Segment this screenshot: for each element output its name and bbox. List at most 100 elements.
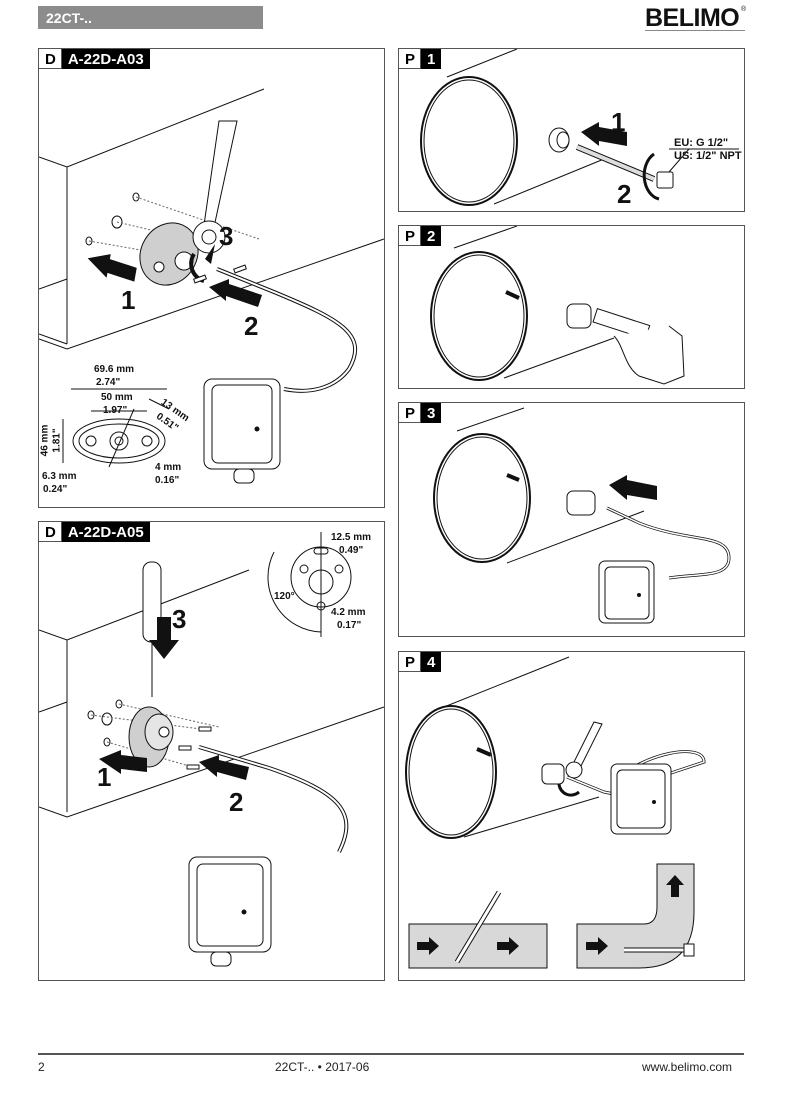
panel-letter: P bbox=[399, 652, 422, 672]
pipe-end bbox=[405, 705, 497, 839]
step-2-label: 2 bbox=[617, 179, 632, 209]
panel-p1: P 1 1 2 EU: G 1/2" US: 1/2" NPT bbox=[398, 48, 745, 212]
dim-hole-mm: 4.2 mm bbox=[331, 607, 366, 618]
sensor-housing bbox=[610, 763, 672, 835]
page-number: 2 bbox=[38, 1060, 45, 1074]
panel-d-a05: D A-22D-A05 bbox=[38, 521, 385, 981]
flow-arrow bbox=[417, 937, 439, 955]
wrench bbox=[203, 120, 238, 228]
socket bbox=[566, 303, 592, 329]
pipe-illustration-p2 bbox=[430, 226, 685, 385]
flow-arrow bbox=[666, 875, 684, 897]
logo-underline bbox=[645, 30, 745, 31]
panel-d-a03: D A-22D-A03 bbox=[38, 48, 385, 508]
footer-divider bbox=[38, 1053, 744, 1055]
brand-name: BELIMO bbox=[645, 4, 740, 32]
pipe-illustration-p4 bbox=[405, 656, 706, 969]
arrow-step-3 bbox=[205, 244, 215, 264]
panel-letter: P bbox=[399, 49, 422, 69]
dim-hole-in: 0.24" bbox=[43, 484, 68, 495]
socket bbox=[541, 763, 565, 785]
dimension-drawing-a03 bbox=[62, 388, 170, 468]
dim-hole-mm: 6.3 mm bbox=[42, 471, 77, 482]
panel-number: 2 bbox=[421, 226, 442, 246]
dim-slot-mm: 4 mm bbox=[155, 462, 182, 473]
panel-p3: P 3 bbox=[398, 402, 745, 637]
dim-offset-in: 0.49" bbox=[339, 545, 364, 556]
flow-arrow bbox=[586, 937, 608, 955]
dimension-drawing-a05 bbox=[267, 532, 352, 637]
threaded-socket bbox=[548, 127, 570, 153]
thread-eu: EU: G 1/2" bbox=[674, 137, 729, 149]
pipe-end bbox=[433, 433, 531, 563]
dim-width-outer-mm: 69.6 mm bbox=[94, 364, 135, 375]
pipe-illustration-p1 bbox=[420, 49, 739, 206]
sensor-housing bbox=[598, 560, 655, 624]
step-2-label: 2 bbox=[244, 311, 259, 341]
website-link[interactable]: www.belimo.com bbox=[642, 1060, 733, 1074]
step-2-label: 2 bbox=[229, 787, 244, 817]
panel-tag: P 1 bbox=[399, 49, 442, 69]
document-reference: 22CT-.. • 2017-06 bbox=[275, 1060, 370, 1074]
arrow-step-1 bbox=[87, 254, 137, 282]
dim-angle: 120° bbox=[274, 591, 295, 602]
step-3-label: 3 bbox=[219, 221, 234, 251]
straight-pipe-diagram bbox=[408, 890, 548, 969]
panel-p2: P 2 bbox=[398, 225, 745, 389]
arrow-step-2 bbox=[642, 152, 660, 201]
tighten-arrow bbox=[557, 783, 581, 797]
arrow-step-1 bbox=[581, 122, 627, 146]
flow-arrow bbox=[497, 937, 519, 955]
arrow-step-2 bbox=[199, 755, 249, 780]
panel-code: A-22D-A05 bbox=[61, 522, 150, 542]
dim-hole-spacing-mm: 50 mm bbox=[101, 392, 133, 403]
mounting-illustration-a03 bbox=[39, 88, 384, 484]
step-3-label: 3 bbox=[172, 604, 187, 634]
panel-tag: P 4 bbox=[399, 652, 442, 672]
product-code: 22CT-.. bbox=[46, 10, 92, 26]
panel-letter: P bbox=[399, 403, 422, 423]
arrow-step-1 bbox=[99, 750, 147, 774]
sensor-housing bbox=[188, 856, 272, 967]
arrow-step-3 bbox=[149, 617, 179, 659]
panel-tag: P 2 bbox=[399, 226, 442, 246]
dim-height-in: 1.81" bbox=[51, 428, 63, 453]
elbow-pipe-diagram bbox=[576, 863, 695, 969]
registered-mark-icon: ® bbox=[741, 6, 747, 13]
arrow-step-2 bbox=[209, 279, 262, 307]
belimo-logo: BELIMO ® bbox=[645, 0, 750, 32]
thread-us: US: 1/2" NPT bbox=[674, 150, 742, 162]
dim-hole-in: 0.17" bbox=[337, 620, 362, 631]
sensor-housing bbox=[203, 378, 281, 484]
panel-letter: P bbox=[399, 226, 422, 246]
step-1-label: 1 bbox=[121, 285, 136, 315]
pipe-illustration-p3 bbox=[433, 407, 731, 624]
step-1-label: 1 bbox=[97, 762, 112, 792]
dim-height-mm: 46 mm bbox=[39, 424, 51, 457]
panel-number: 4 bbox=[421, 652, 442, 672]
dim-slot-in: 0.16" bbox=[155, 475, 180, 486]
dim-offset-mm: 12.5 mm bbox=[331, 532, 372, 543]
screwdriver bbox=[142, 561, 162, 697]
panel-tag: P 3 bbox=[399, 403, 442, 423]
hand bbox=[613, 325, 685, 385]
panel-number: 1 bbox=[421, 49, 442, 69]
dim-hole-spacing-in: 1.97" bbox=[103, 405, 128, 416]
panel-number: 3 bbox=[421, 403, 442, 423]
panel-code: A-22D-A03 bbox=[61, 49, 150, 69]
panel-tag: D A-22D-A03 bbox=[39, 49, 150, 69]
nut bbox=[656, 171, 674, 189]
panel-letter: D bbox=[39, 522, 62, 542]
flange bbox=[139, 222, 199, 286]
pipe-end bbox=[420, 76, 518, 206]
socket bbox=[566, 490, 596, 516]
dim-width-outer-in: 2.74" bbox=[96, 377, 121, 388]
insert-arrow bbox=[609, 475, 657, 500]
mounting-illustration-a05 bbox=[39, 532, 384, 967]
panel-tag: D A-22D-A05 bbox=[39, 522, 150, 542]
product-header-bar: 22CT-.. bbox=[38, 6, 263, 29]
panel-p4: P 4 bbox=[398, 651, 745, 981]
screw-holes bbox=[85, 192, 140, 246]
pipe-end bbox=[430, 251, 528, 381]
step-1-label: 1 bbox=[611, 107, 626, 137]
